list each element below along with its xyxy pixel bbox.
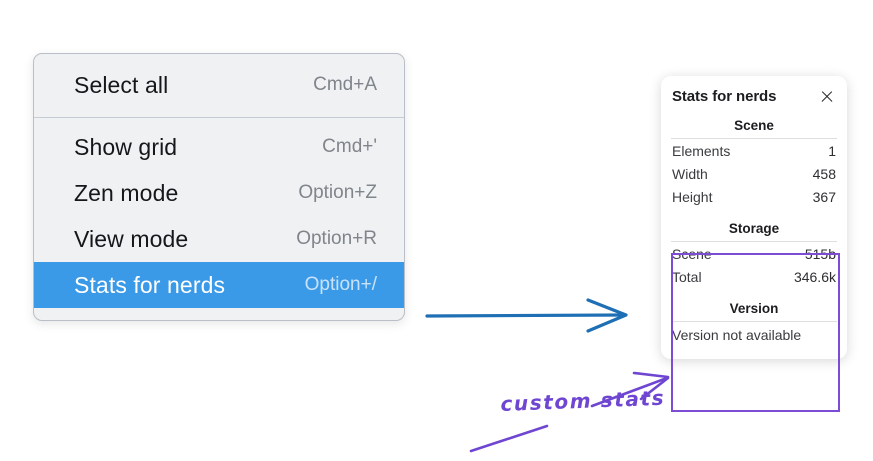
stats-row-value: 458: [812, 166, 836, 182]
stats-for-nerds-panel: Stats for nerds Scene Elements 1 Width 4…: [661, 76, 847, 359]
stats-panel-header: Stats for nerds: [661, 86, 847, 105]
stats-row-key: Width: [672, 166, 708, 182]
menu-item-label: Stats for nerds: [74, 271, 226, 298]
canvas-context-menu[interactable]: Select all Cmd+A Show grid Cmd+' Zen mod…: [33, 53, 405, 321]
section-divider: [671, 241, 837, 242]
menu-item-shortcut: Cmd+': [322, 136, 377, 157]
stats-row-value: 515b: [804, 246, 836, 262]
menu-item-label: Zen mode: [74, 179, 179, 206]
stats-row-value: 346.6k: [793, 269, 836, 285]
stats-row-value: 1: [828, 143, 836, 159]
menu-item-show-grid[interactable]: Show grid Cmd+': [34, 124, 404, 170]
section-title-version: Version: [729, 301, 779, 316]
stats-row-key: Elements: [672, 143, 731, 159]
section-title-scene: Scene: [734, 118, 774, 133]
stats-row-key: Scene: [672, 246, 712, 262]
stats-row-storage-total: Total 346.6k: [661, 265, 847, 288]
handwritten-annotation-custom-stats: custom stats: [500, 385, 666, 416]
stats-panel-title: Stats for nerds: [672, 88, 777, 105]
menu-item-stats-for-nerds[interactable]: Stats for nerds Option+/: [34, 262, 404, 308]
menu-item-shortcut: Option+Z: [298, 182, 377, 203]
menu-separator: [34, 117, 404, 118]
menu-item-shortcut: Option+R: [296, 228, 377, 249]
stats-row-elements: Elements 1: [661, 139, 847, 162]
menu-item-shortcut: Cmd+A: [313, 74, 377, 95]
menu-item-label: View mode: [74, 225, 189, 252]
close-icon[interactable]: [819, 89, 835, 105]
section-divider: [671, 321, 837, 322]
menu-item-select-all[interactable]: Select all Cmd+A: [34, 62, 404, 108]
context-menu-group-1: Select all Cmd+A: [34, 54, 404, 117]
stats-row-height: Height 367: [661, 185, 847, 208]
menu-item-zen-mode[interactable]: Zen mode Option+Z: [34, 170, 404, 216]
menu-item-shortcut: Option+/: [304, 274, 377, 295]
menu-item-label: Select all: [74, 71, 169, 98]
stats-row-storage-scene: Scene 515b: [661, 242, 847, 265]
stats-row-key: Total: [672, 269, 702, 285]
context-menu-group-2: Show grid Cmd+' Zen mode Option+Z View m…: [34, 118, 404, 320]
menu-item-label: Show grid: [74, 133, 178, 160]
stats-row-width: Width 458: [661, 162, 847, 185]
section-title-storage: Storage: [728, 221, 780, 236]
blue-arrow: [425, 298, 628, 333]
menu-item-view-mode[interactable]: View mode Option+R: [34, 216, 404, 262]
stats-row-version-text: Version not available: [672, 327, 802, 343]
stats-row-value: 367: [812, 189, 836, 205]
stats-row-key: Height: [672, 189, 713, 205]
purple-underline-stroke: [469, 424, 549, 453]
section-divider: [671, 138, 837, 139]
